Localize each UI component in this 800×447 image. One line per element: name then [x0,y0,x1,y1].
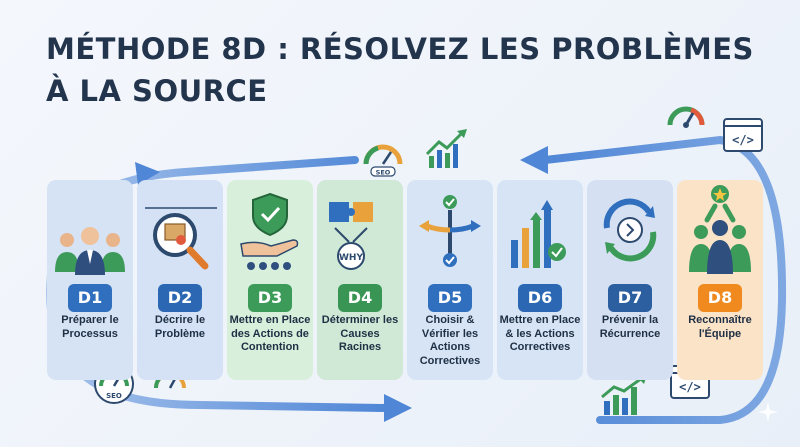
puzzle-why-icon: WHY [329,202,373,270]
step-d1-label: Préparer le Processus [61,314,119,340]
step-d7: D7 Prévenir la Récurrence [587,180,673,380]
step-d3-code: D3 [248,284,292,312]
step-d5: D5 Choisir & Vérifier les Actions Correc… [407,180,493,380]
step-d8-picture [677,180,763,280]
step-d3-label: Mettre en Place des Actions de Contentio… [229,314,311,353]
step-d1-picture [47,180,133,280]
start-arrow-bottom-head [384,394,412,422]
step-d2: D2 Décrire le Problème [137,180,223,380]
step-d6: D6 Mettre en Place & les Actions Correct… [497,180,583,380]
seo-gauge-icon: SEO [363,144,403,177]
step-d8-code: D8 [698,284,742,312]
why-text: WHY [339,253,363,263]
rising-bars-icon [511,200,566,268]
step-d2-label: Décrire le Problème [154,314,206,340]
return-arrow [541,135,787,424]
step-d7-picture [587,180,673,280]
code-window-icon: </> [723,118,763,152]
return-arrow-head [520,146,548,174]
code-symbol: </> [732,133,754,147]
magnifier-box-icon [145,207,217,270]
page-title: MÉTHODE 8D : RÉSOLVEZ LES PROBLÈMES À LA… [46,28,754,112]
step-d7-label: Prévenir la Récurrence [599,314,661,340]
step-d3: D3 Mettre en Place des Actions de Conten… [227,180,313,380]
fork-path-icon [419,195,481,267]
code-symbol-bottom: </> [679,380,701,394]
step-d4-code: D4 [338,284,382,312]
sparkle-icon [758,402,778,422]
step-d4-picture: WHY [317,180,403,280]
step-d6-label: Mettre en Place & les Actions Corrective… [499,314,581,353]
shield-hand-icon [240,192,299,270]
title-line-2: À LA SOURCE [46,74,268,108]
step-d6-picture [497,180,583,280]
step-d4: WHY D4 Déterminer les Causes Racines [317,180,403,380]
team-celebration-icon [689,185,751,274]
step-d1-code: D1 [68,284,112,312]
step-d1: D1 Préparer le Processus [47,180,133,380]
start-arrow-top-head [135,162,160,185]
speedometer-icon [667,106,705,128]
step-d2-picture [137,180,223,280]
step-d8: D8 Reconnaître l'Équipe [677,180,763,380]
step-d4-label: Déterminer les Causes Racines [321,314,399,353]
growth-chart-icon [425,129,467,168]
recycle-cycle-icon [603,198,657,262]
step-d2-code: D2 [158,284,202,312]
team-icon [55,227,125,275]
bottom-seo-text: SEO [106,392,122,400]
title-line-1: MÉTHODE 8D : RÉSOLVEZ LES PROBLÈMES [46,32,754,66]
gauge-seo-text: SEO [376,169,391,177]
step-d6-code: D6 [518,284,562,312]
step-d3-picture [227,180,313,280]
step-d5-code: D5 [428,284,472,312]
step-d5-picture [407,180,493,280]
step-d7-code: D7 [608,284,652,312]
bar-chart-icon [601,375,647,415]
step-d5-label: Choisir & Vérifier les Actions Correctiv… [419,314,481,367]
step-d8-label: Reconnaître l'Équipe [688,314,752,340]
